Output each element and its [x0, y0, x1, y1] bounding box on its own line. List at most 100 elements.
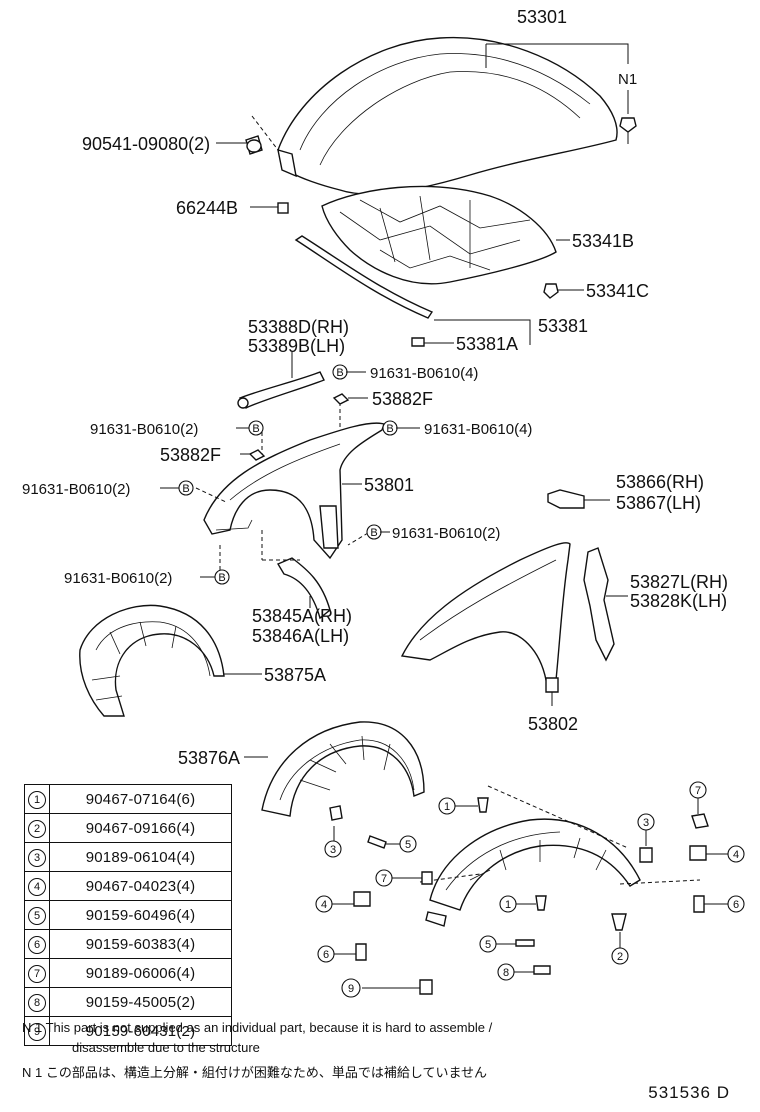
- fender-liner-53876a: [261, 721, 425, 817]
- fastener-nut-4b: [689, 845, 707, 861]
- label-53802: 53802: [528, 714, 578, 734]
- svg-text:2: 2: [617, 951, 623, 963]
- callout-circle-9: 9: [341, 978, 361, 998]
- svg-text:B: B: [386, 423, 393, 435]
- legend-index: 7: [24, 958, 50, 988]
- callout-circle-2: 2: [611, 947, 629, 965]
- callout-circle-1b: 1: [499, 895, 517, 913]
- legend-index: 8: [24, 987, 50, 1017]
- legend-index: 1: [24, 784, 50, 814]
- callout-circle-4a: 4: [315, 895, 333, 913]
- legend-index: 5: [24, 900, 50, 930]
- fastener-bolt-9: [419, 979, 433, 995]
- label-91631-b0610-b: 91631-B0610(2): [90, 421, 198, 438]
- label-53801: 53801: [364, 475, 414, 495]
- label-53875a: 53875A: [264, 665, 326, 685]
- front-fender-53801: [203, 422, 385, 560]
- fastener-clip-1a: [477, 797, 489, 813]
- callout-b-2: B: [248, 420, 264, 436]
- label-53827l-rh: 53827L(RH): [630, 572, 728, 592]
- washer-53882f-b: [248, 449, 266, 461]
- callout-circle-5a: 5: [399, 835, 417, 853]
- fender-liner-53875a: [79, 604, 225, 717]
- label-n1: N1: [618, 71, 637, 88]
- fastener-clip-3b: [639, 847, 653, 863]
- callout-circle-7b: 7: [689, 781, 707, 799]
- legend-index-circle: 6: [28, 935, 46, 954]
- callout-b-4: B: [178, 480, 194, 496]
- front-fender-53802: [400, 542, 571, 693]
- svg-text:1: 1: [505, 899, 511, 911]
- fastener-bolt-6a: [355, 943, 367, 961]
- svg-text:7: 7: [381, 873, 387, 885]
- svg-text:B: B: [182, 483, 189, 495]
- label-53882f-a: 53882F: [372, 389, 433, 409]
- legend-part-number: 90159-60496(4): [49, 900, 232, 930]
- fender-liner-assembly: [425, 818, 641, 927]
- fender-bracket: [583, 547, 615, 662]
- label-91631-b0610-d: 91631-B0610(2): [22, 481, 130, 498]
- callout-b-1: B: [332, 364, 348, 380]
- legend-index: 2: [24, 813, 50, 843]
- washer-53882f-a: [332, 393, 350, 405]
- callout-circle-4b: 4: [727, 845, 745, 863]
- label-90541-09080: 90541-09080(2): [82, 134, 210, 154]
- svg-text:3: 3: [643, 817, 649, 829]
- fender-liner-clip: [547, 489, 585, 509]
- note-n1-english: N 1 This part is not supplied as an indi…: [22, 1020, 493, 1035]
- callout-circle-1a: 1: [438, 797, 456, 815]
- fastener-screw-5b: [515, 939, 535, 947]
- callout-circle-6a: 6: [317, 945, 335, 963]
- label-53828k-lh: 53828K(LH): [630, 591, 727, 611]
- clip-66244b: [277, 202, 289, 214]
- fastener-bolt-6b: [693, 895, 705, 913]
- fastener-clip-2: [611, 913, 627, 931]
- hood-bumper-n1: [619, 117, 637, 144]
- callout-b-3: B: [382, 420, 398, 436]
- svg-text:B: B: [218, 572, 225, 584]
- fastener-clip-7b: [691, 813, 709, 829]
- fastener-clip-1b: [535, 895, 547, 911]
- callout-circle-6b: 6: [727, 895, 745, 913]
- svg-text:4: 4: [321, 899, 327, 911]
- legend-index-circle: 9: [28, 1022, 46, 1041]
- legend-index-circle: 8: [28, 993, 46, 1012]
- callout-circle-8: 8: [497, 963, 515, 981]
- svg-text:B: B: [336, 367, 343, 379]
- label-91631-b0610-c: 91631-B0610(4): [424, 421, 532, 438]
- legend-part-number: 90467-04023(4): [49, 871, 232, 901]
- hood-seal: [294, 235, 434, 319]
- label-53876a: 53876A: [178, 748, 240, 768]
- callout-circle-5b: 5: [479, 935, 497, 953]
- legend-part-number: 90189-06104(4): [49, 842, 232, 872]
- legend-part-number: 90159-45005(2): [49, 987, 232, 1017]
- legend-index-circle: 5: [28, 906, 46, 925]
- label-53882f-b: 53882F: [160, 445, 221, 465]
- label-91631-b0610-a: 91631-B0610(4): [370, 365, 478, 382]
- note-n1-japanese: N 1 この部品は、構造上分解・組付けが困難なため、単品では補給していません: [22, 1065, 488, 1080]
- callout-circle-3a: 3: [324, 840, 342, 858]
- label-53388d-rh: 53388D(RH): [248, 317, 349, 337]
- legend-part-number: 90159-60383(4): [49, 929, 232, 959]
- legend-index-circle: 2: [28, 819, 46, 838]
- legend-part-number: 90189-06006(4): [49, 958, 232, 988]
- svg-text:7: 7: [695, 785, 701, 797]
- label-53381: 53381: [538, 316, 588, 336]
- legend-index: 4: [24, 871, 50, 901]
- fastener-screw-5a: [367, 835, 387, 849]
- legend-index-circle: 4: [28, 877, 46, 896]
- legend-part-number: 90467-07164(6): [49, 784, 232, 814]
- fastener-clip-7a: [421, 871, 433, 885]
- callout-b-5: B: [366, 524, 382, 540]
- label-53867-lh: 53867(LH): [616, 493, 701, 513]
- callout-circle-7a: 7: [375, 869, 393, 887]
- svg-text:B: B: [252, 423, 259, 435]
- svg-text:6: 6: [733, 899, 739, 911]
